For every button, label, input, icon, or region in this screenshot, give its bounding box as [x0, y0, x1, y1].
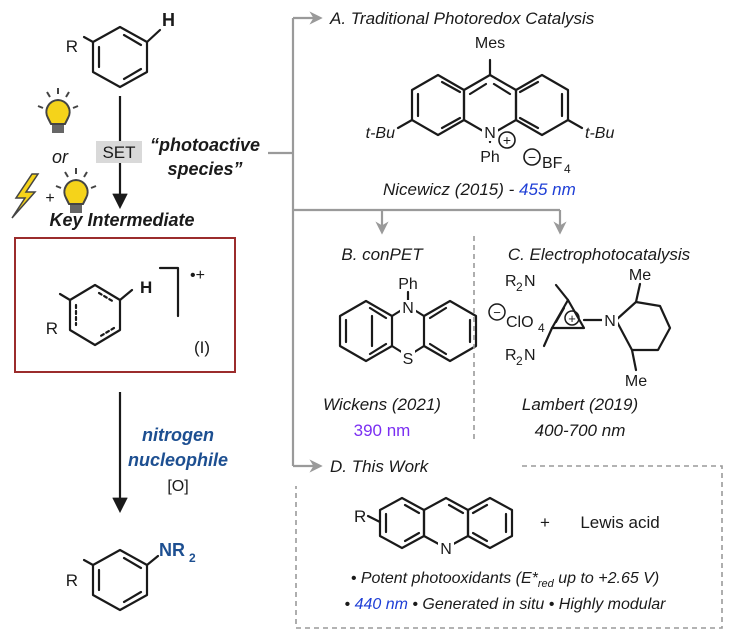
- nucleophile-line2: nucleophile: [128, 450, 228, 470]
- product-r: R: [66, 571, 78, 590]
- tbu-right: t-Bu: [585, 125, 614, 142]
- piperidine-n: N: [604, 313, 616, 330]
- acridinium-catalyst: Mes t-Bu t-Bu N + Ph − BF 4: [366, 35, 615, 176]
- phenothiazine-n: N: [402, 300, 414, 317]
- r2n-top-n: N: [524, 273, 536, 290]
- or-text: or: [52, 147, 69, 167]
- acridine-n: N: [440, 541, 452, 558]
- clo4-label: ClO: [506, 314, 534, 331]
- substrate-h: H: [162, 10, 175, 30]
- acridine-catalyst: N R: [354, 496, 514, 558]
- photoactive-line2: species”: [167, 159, 242, 179]
- trisaminocyclopropenium-catalyst: + R 2 N R 2 N − ClO 4 N Me Me: [488, 267, 672, 390]
- acridinium-n: N: [484, 125, 496, 142]
- substrate-arene: R H: [66, 10, 175, 89]
- section-a-wavelength: 455 nm: [519, 180, 576, 199]
- section-b-title: B. conPET: [341, 245, 424, 264]
- radical-cation-mark: •+: [190, 267, 205, 284]
- intermediate-label: (I): [194, 338, 210, 357]
- acridinium-ph: Ph: [480, 149, 500, 166]
- substrate-r: R: [66, 37, 78, 56]
- set-label-bg: [96, 141, 142, 163]
- lightning-bolt-icon: [11, 173, 40, 219]
- section-d-box: [295, 465, 723, 629]
- product-arene: R NR 2: [66, 540, 196, 612]
- intermediate-r: R: [46, 319, 58, 338]
- tbu-left: t-Bu: [366, 125, 395, 142]
- clo4-minus: −: [493, 305, 501, 320]
- r2n-top-r: R: [505, 273, 517, 290]
- r2n-top-sub: 2: [516, 280, 523, 294]
- section-d-wavelength: 440 nm: [355, 596, 408, 613]
- me-top: Me: [629, 267, 651, 284]
- intermediate-box: [14, 237, 236, 373]
- section-a-citation: Nicewicz (2015) - 455 nm: [383, 180, 576, 199]
- bullet-features: • 440 nm • Generated in situ • Highly mo…: [345, 596, 667, 613]
- radical-cation-arene: R H •+ (I): [46, 266, 210, 357]
- acridine-r: R: [354, 507, 366, 526]
- bullet-photooxidants: • Potent photooxidants (E*red up to +2.6…: [351, 570, 659, 590]
- section-b-wavelength: 390 nm: [354, 421, 411, 440]
- set-label: SET: [102, 143, 135, 162]
- phenothiazine-s: S: [403, 351, 414, 368]
- clo4-sub: 4: [538, 321, 545, 335]
- section-c-citation: Lambert (2019): [522, 395, 638, 414]
- lightbulb-icon: [55, 168, 97, 213]
- phenothiazine-catalyst: Ph N S: [338, 276, 478, 368]
- section-b-citation: Wickens (2021): [323, 395, 441, 414]
- lewis-acid-label: Lewis acid: [580, 513, 659, 532]
- lightbulb-icon: [37, 88, 79, 133]
- branch-lines: [268, 11, 567, 473]
- product-nr2: NR: [159, 540, 185, 560]
- section-c-wavelength: 400-700 nm: [535, 421, 626, 440]
- bf4-minus: −: [528, 149, 536, 165]
- mes-label: Mes: [475, 35, 505, 52]
- r2n-bot-n: N: [524, 347, 536, 364]
- section-d-title: D. This Work: [330, 457, 430, 476]
- key-intermediate-title: Key Intermediate: [49, 210, 194, 230]
- photoactive-line1: “photoactive: [150, 135, 260, 155]
- acridinium-plus: +: [503, 132, 511, 148]
- section-a-title: A. Traditional Photoredox Catalysis: [329, 9, 595, 28]
- plus-lewis-acid: +: [540, 513, 550, 532]
- me-bottom: Me: [625, 373, 647, 390]
- cyclopropenium-plus: +: [568, 311, 576, 326]
- product-nr2-sub: 2: [189, 551, 196, 565]
- plus-text: +: [45, 190, 54, 207]
- section-c-title: C. Electrophotocatalysis: [508, 245, 691, 264]
- r2n-bot-r: R: [505, 347, 517, 364]
- r2n-bot-sub: 2: [516, 354, 523, 368]
- phenothiazine-ph: Ph: [398, 276, 418, 293]
- nucleophile-line1: nitrogen: [142, 425, 214, 445]
- bf4-sub: 4: [564, 162, 571, 176]
- intermediate-h: H: [140, 278, 152, 297]
- bf4-label: BF: [542, 155, 563, 172]
- oxidant-label: [O]: [167, 478, 188, 495]
